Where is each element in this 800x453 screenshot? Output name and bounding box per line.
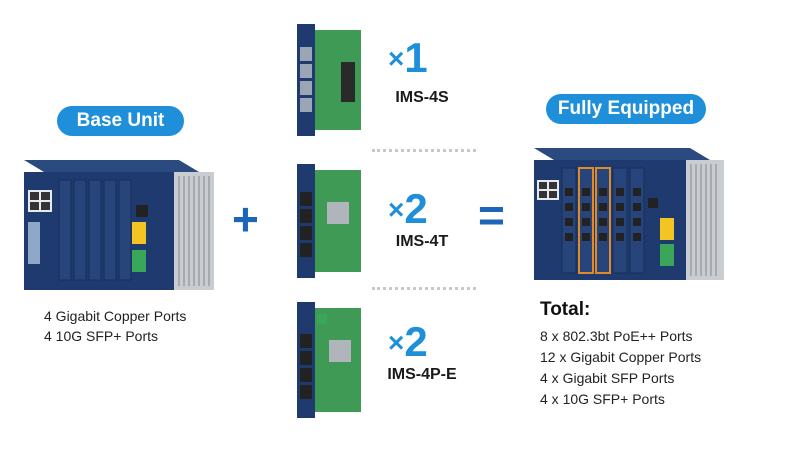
total-spec-poe: 8 x 802.3bt PoE++ Ports	[540, 328, 693, 344]
module-ims-4t-count: ×2	[388, 185, 428, 232]
separator-2	[372, 287, 476, 290]
base-unit-specs: 4 Gigabit Copper Ports 4 10G SFP+ Ports	[44, 306, 244, 346]
base-unit-spec-copper: 4 Gigabit Copper Ports	[44, 308, 187, 324]
module-ims-4t-name: IMS-4T	[395, 233, 449, 250]
module-ims-4t-image	[297, 164, 361, 278]
module-ims-4s-count: ×1	[388, 34, 428, 81]
module-ims-4s-image	[297, 24, 361, 136]
equals-operator: =	[478, 189, 505, 241]
fully-equipped-switch-image	[534, 148, 724, 280]
base-unit-label: Base Unit	[57, 106, 184, 136]
separator-1	[372, 149, 476, 152]
module-ims-4p-e-count: ×2	[388, 318, 428, 365]
module-ims-4s-name: IMS-4S	[395, 89, 449, 106]
base-unit-spec-sfp: 4 10G SFP+ Ports	[44, 328, 158, 344]
total-spec-copper: 12 x Gigabit Copper Ports	[540, 349, 702, 365]
total-spec-sfp: 4 x Gigabit SFP Ports	[540, 370, 675, 386]
total-title: Total:	[540, 299, 591, 320]
module-ims-4p-e-image	[297, 302, 361, 418]
fully-equipped-specs: 8 x 802.3bt PoE++ Ports 12 x Gigabit Cop…	[540, 326, 790, 410]
fully-equipped-label: Fully Equipped	[546, 94, 706, 124]
total-spec-10g-sfp: 4 x 10G SFP+ Ports	[540, 391, 665, 407]
module-ims-4p-e-name: IMS-4P-E	[387, 366, 457, 383]
base-unit-switch-image	[24, 160, 214, 290]
plus-operator: +	[232, 193, 259, 245]
